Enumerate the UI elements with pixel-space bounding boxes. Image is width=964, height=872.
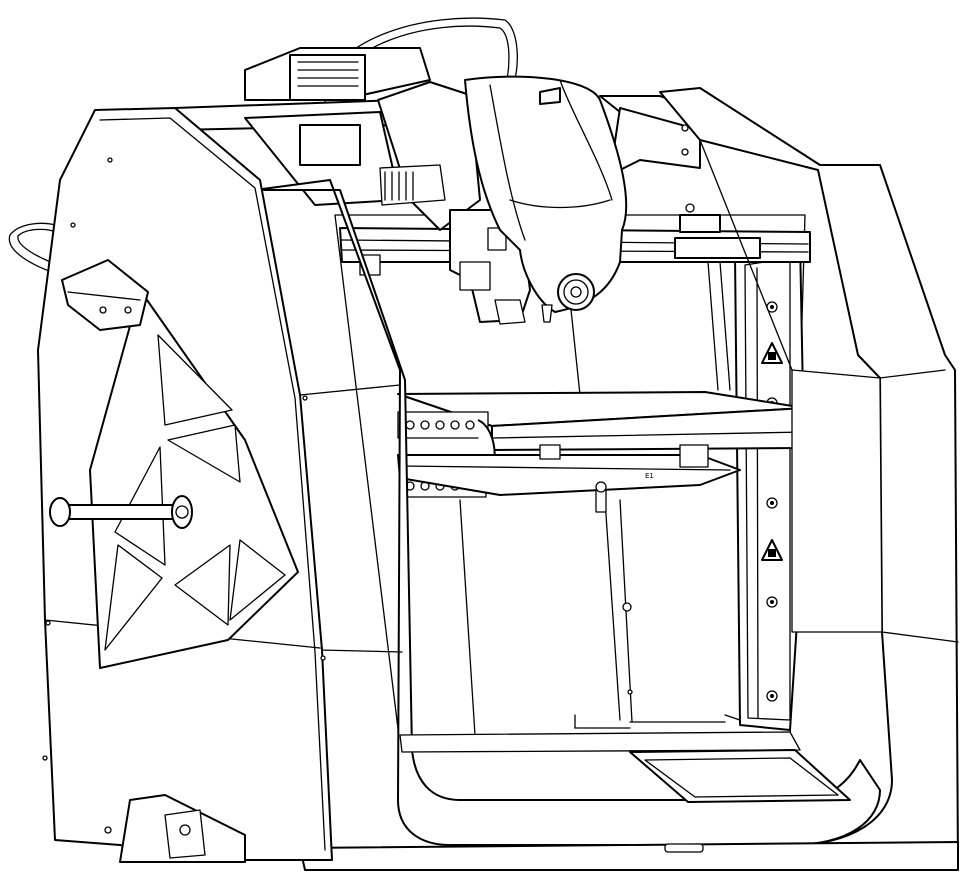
spool-rod bbox=[49, 495, 193, 529]
build-plate: E1 bbox=[397, 391, 812, 513]
z-column-right bbox=[707, 239, 806, 731]
foot-bracket bbox=[104, 794, 246, 863]
hot-surface-warning-icon bbox=[761, 342, 783, 364]
spool-bracket bbox=[89, 289, 299, 669]
print-head bbox=[299, 75, 628, 325]
front-frame-left bbox=[254, 179, 959, 871]
filament-sensor bbox=[61, 259, 149, 331]
hot-surface-warning-icon bbox=[761, 539, 783, 561]
front-frame-right bbox=[659, 87, 959, 871]
display-screen bbox=[629, 749, 851, 803]
e1-label: E1 bbox=[645, 472, 654, 480]
